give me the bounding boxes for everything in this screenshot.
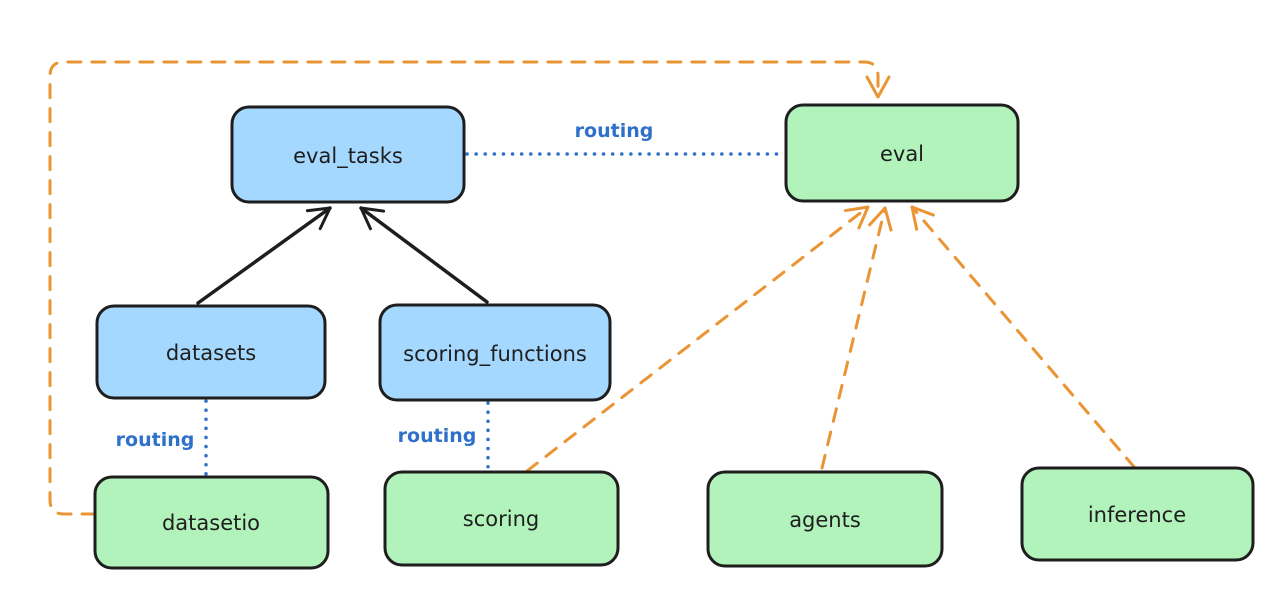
node-agents: agents (706, 470, 944, 568)
node-datasets-label: datasets (166, 341, 256, 365)
edge-inference-to-eval (910, 205, 1137, 470)
node-eval-tasks: eval_tasks (230, 105, 466, 204)
node-datasets-box (95, 304, 327, 400)
edge-scoring-functions-to-eval-tasks (359, 206, 489, 304)
node-eval-tasks-box (230, 105, 466, 204)
node-datasets: datasets (95, 304, 327, 400)
node-datasetio-box (93, 475, 330, 570)
nodes-layer: eval_tasks eval datasets scoring_functio… (93, 103, 1255, 570)
node-eval-label: eval (880, 142, 924, 166)
edge-datasets-to-eval-tasks (196, 206, 332, 305)
node-scoring-functions-label: scoring_functions (403, 342, 587, 367)
node-agents-label: agents (789, 508, 861, 532)
edges-layer: routing routing routing (48, 60, 1137, 516)
node-scoring-functions: scoring_functions (378, 303, 612, 402)
node-inference: inference (1020, 466, 1255, 562)
node-eval-tasks-label: eval_tasks (293, 144, 403, 169)
edge-datasetio-to-eval (48, 60, 891, 516)
node-inference-label: inference (1088, 503, 1186, 527)
node-scoring-functions-box (378, 303, 612, 402)
node-datasetio-label: datasetio (162, 511, 260, 535)
routing-label-top: routing (575, 120, 654, 142)
node-eval: eval (784, 103, 1020, 203)
node-agents-box (706, 470, 944, 568)
edge-scoring-to-eval (525, 205, 870, 473)
node-scoring-box (383, 470, 620, 567)
routing-label-left: routing (116, 429, 195, 451)
node-datasetio: datasetio (93, 475, 330, 570)
node-scoring: scoring (383, 470, 620, 567)
node-scoring-label: scoring (463, 507, 539, 531)
node-inference-box (1020, 466, 1255, 562)
edge-agents-to-eval (820, 206, 893, 470)
routing-label-middle: routing (398, 425, 477, 447)
node-eval-box (784, 103, 1020, 203)
